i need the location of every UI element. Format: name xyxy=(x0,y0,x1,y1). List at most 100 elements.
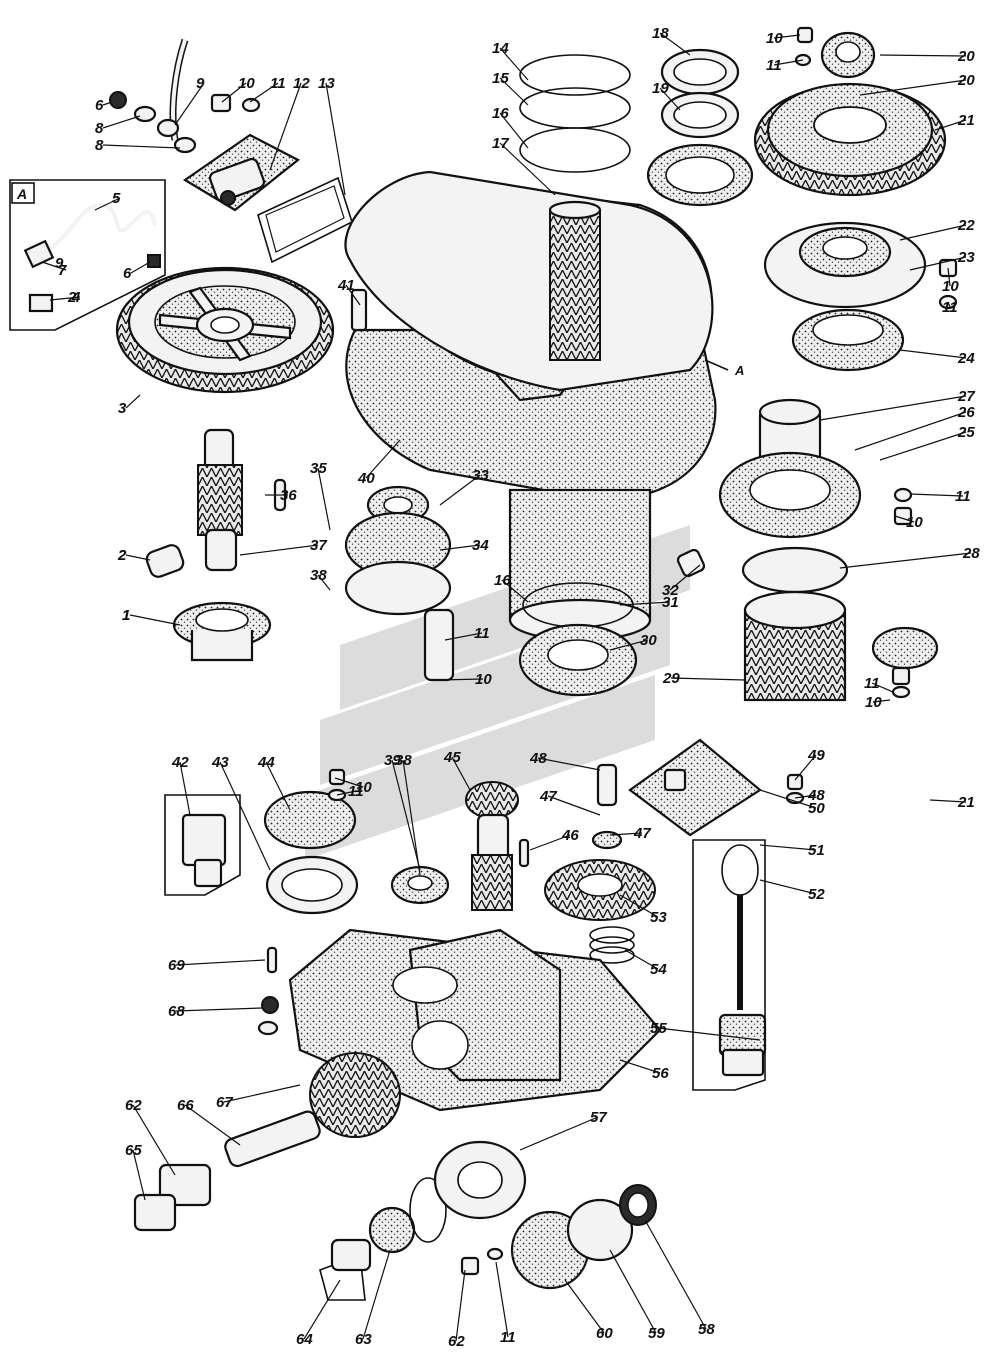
cover-49-50 xyxy=(628,738,805,837)
leader-line xyxy=(334,777,364,788)
leader-line xyxy=(947,267,951,287)
leader-line xyxy=(537,757,601,771)
callout-label: 25 xyxy=(957,424,975,441)
leader-line xyxy=(239,544,319,556)
leader-line xyxy=(49,296,81,301)
callout-label: 6 xyxy=(95,97,104,114)
callout-label: 57 xyxy=(590,1109,607,1126)
rings-14-15-16 xyxy=(519,54,631,173)
callout-label: 6 xyxy=(123,265,132,282)
callout-label: 10 xyxy=(906,514,923,531)
callout-label: 31 xyxy=(662,594,679,611)
leader-line xyxy=(221,82,247,103)
callout-label: 60 xyxy=(596,1325,613,1342)
leader-line xyxy=(362,1249,391,1340)
callout-label: 2 xyxy=(117,547,127,564)
hub-1 xyxy=(172,601,272,662)
pinion-shaft-36 xyxy=(145,428,287,578)
callout-label: 50 xyxy=(808,800,825,817)
leader-line xyxy=(619,1059,661,1074)
leader-line xyxy=(365,439,401,479)
leader-line xyxy=(759,789,817,809)
leader-line xyxy=(129,614,181,626)
leader-line xyxy=(899,349,967,359)
bottom-parts-56-63 xyxy=(319,1140,657,1301)
leader-line xyxy=(794,794,817,799)
leader-line xyxy=(819,395,967,421)
callout-label: 8 xyxy=(95,137,104,154)
leader-line xyxy=(794,754,817,781)
callout-label: 10 xyxy=(355,779,372,796)
leader-line xyxy=(265,761,291,811)
callout-label: 67 xyxy=(216,1094,233,1111)
leader-line xyxy=(336,790,357,796)
leader-line xyxy=(894,515,915,523)
leader-line xyxy=(174,82,205,126)
leader-line xyxy=(947,301,951,308)
leader-line xyxy=(871,682,894,693)
callout-label: 2 xyxy=(117,547,127,564)
callout-label: 64 xyxy=(296,1331,313,1348)
leader-line xyxy=(854,411,967,451)
callout-label: 24 xyxy=(957,350,975,367)
callout-label: 56 xyxy=(652,1065,669,1082)
gear-3 xyxy=(115,266,335,394)
callout-label: 52 xyxy=(808,886,825,903)
callout-label: 10 xyxy=(238,75,255,92)
callout-label: 40 xyxy=(357,470,375,487)
leader-line xyxy=(609,1249,657,1334)
leader-line xyxy=(872,699,891,703)
leader-line xyxy=(223,1084,301,1103)
leader-line xyxy=(657,1027,761,1041)
callout-label: 10 xyxy=(475,671,492,688)
leader-line xyxy=(41,261,67,271)
callout-label: 10 xyxy=(942,278,959,295)
leader-line xyxy=(325,82,346,196)
seals-18-19 xyxy=(646,48,754,207)
callout-label: 36 xyxy=(280,487,297,504)
pinion-shaft-44 xyxy=(465,781,530,911)
main-housing-39: А xyxy=(344,170,744,642)
leader-line xyxy=(125,554,151,561)
callout-label: 3 xyxy=(118,400,127,417)
callout-label: 53 xyxy=(650,909,667,926)
callout-label: 11 xyxy=(766,57,782,74)
callout-label: 37 xyxy=(310,537,327,554)
callout-label: 20 xyxy=(957,48,975,65)
leader-line xyxy=(102,101,113,106)
leader-line xyxy=(929,799,967,803)
callout-label: 58 xyxy=(698,1321,715,1338)
callout-label: 48 xyxy=(807,787,825,804)
leader-line xyxy=(451,756,471,791)
right-assembly-26-30 xyxy=(676,398,939,702)
leader-line xyxy=(184,1104,241,1146)
dipstick-51-plug-54 xyxy=(692,839,767,1091)
leader-line xyxy=(879,54,967,57)
leader-line xyxy=(94,197,121,211)
callout-label: 51 xyxy=(808,842,825,859)
bearing-block-34-35 xyxy=(344,485,638,697)
leader-line xyxy=(102,144,181,149)
callout-label: 5 xyxy=(112,190,121,207)
shaft-65-gear-66 xyxy=(133,1052,401,1232)
leader-line xyxy=(529,834,571,851)
leader-line xyxy=(439,474,481,506)
callout-label: 8 xyxy=(95,120,104,137)
callout-label: 63 xyxy=(355,1331,372,1348)
callout-label: 54 xyxy=(650,961,667,978)
leader-line xyxy=(402,759,421,876)
callout-label: 47 xyxy=(633,825,651,842)
leader-line xyxy=(609,832,643,836)
leader-line xyxy=(175,1007,263,1012)
callout-label: 34 xyxy=(472,537,489,554)
leader-line xyxy=(659,87,681,111)
leader-line xyxy=(839,552,972,569)
leader-line xyxy=(501,579,529,603)
leader-line xyxy=(669,564,701,591)
leader-line xyxy=(345,284,361,306)
leader-line xyxy=(391,759,421,871)
callout-label: 9 xyxy=(196,75,205,92)
leader-line xyxy=(455,1269,466,1342)
leader-line xyxy=(102,115,141,129)
